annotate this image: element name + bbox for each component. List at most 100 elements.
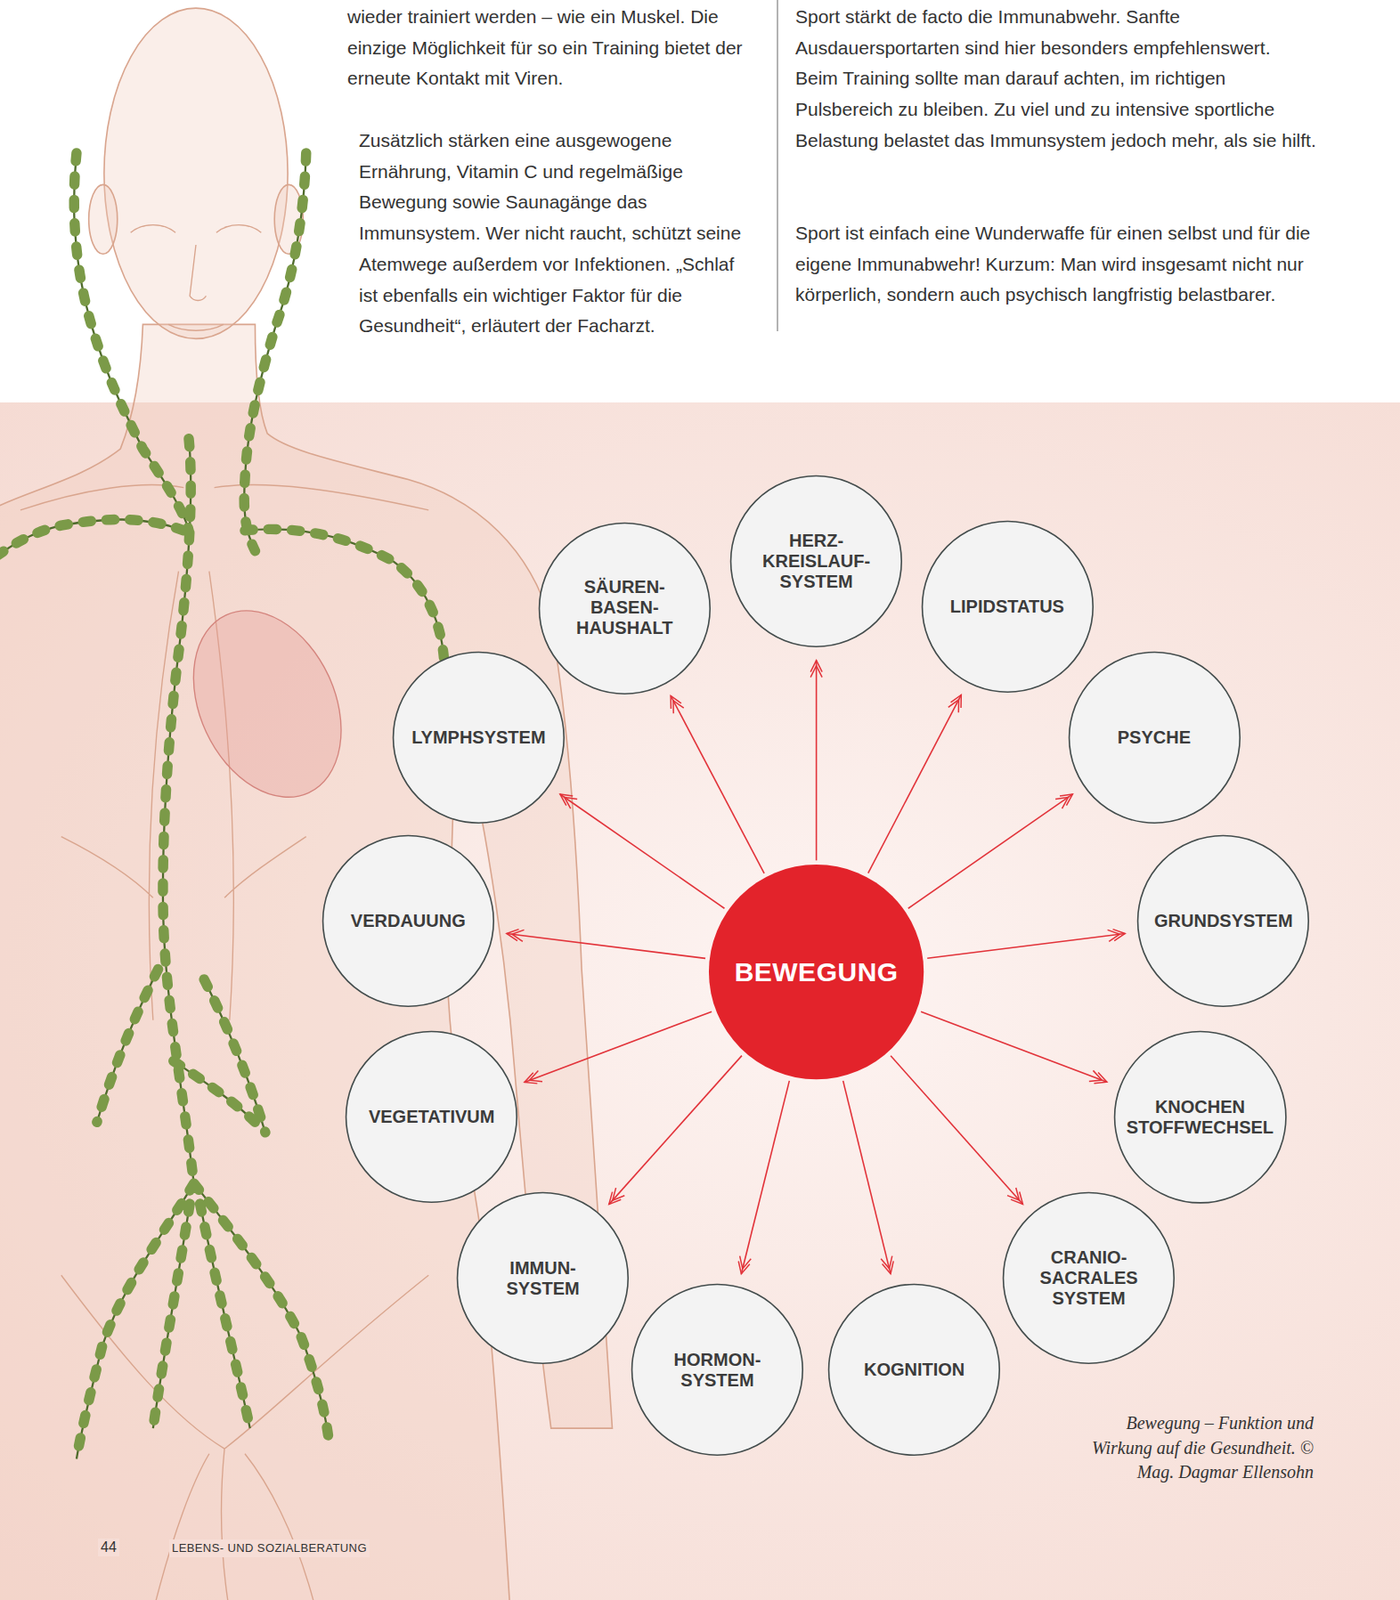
topic-circle: KOGNITION <box>827 1283 1002 1457</box>
circle-label-stack: GRUNDSYSTEM <box>1154 911 1294 932</box>
circle-label-stack: HERZ- KREISLAUF- SYSTEM <box>762 530 871 593</box>
body-paragraph: Zusätzlich stärken eine ausgewogene Ernä… <box>358 125 756 342</box>
arrow-shaft <box>920 1011 1107 1083</box>
arrow-head <box>1089 1070 1102 1082</box>
hub-circle: BEWEGUNG <box>707 862 926 1082</box>
circle-label-stack: LYMPHSYSTEM <box>411 727 546 749</box>
heart <box>164 586 370 822</box>
topic-circle: PSYCHE <box>1067 651 1242 825</box>
collarbone-line <box>20 485 429 511</box>
arrow-shaft <box>890 1056 1023 1205</box>
circle-label-stack: VERDAUUNG <box>350 911 466 932</box>
topic-circle: IMMUN- SYSTEM <box>455 1191 630 1366</box>
topic-circle: SÄUREN- BASEN- HAUSHALT <box>537 521 712 696</box>
arrow-connector <box>810 660 823 862</box>
topic-label: VERDAUUNG <box>350 911 466 932</box>
arrow-shaft <box>506 933 706 959</box>
topic-circle-outline <box>829 1285 1001 1457</box>
circle-label-stack: KOGNITION <box>863 1359 965 1381</box>
arrow-connector <box>738 1081 790 1275</box>
topic-label: CRANIO- SACRALES SYSTEM <box>1040 1247 1139 1310</box>
topic-circle-outline <box>322 836 494 1008</box>
circle-label-stack: IMMUN- SYSTEM <box>505 1258 579 1300</box>
topic-label: SÄUREN- BASEN- HAUSHALT <box>576 577 674 639</box>
topic-circle-outline <box>457 1193 629 1365</box>
page-number: 44 <box>97 1538 120 1557</box>
arrow-shaft <box>560 794 725 909</box>
body-paragraph: wieder trainiert werden – wie ein Muskel… <box>347 1 756 95</box>
ear-outline <box>89 184 118 254</box>
circle-label-stack: PSYCHE <box>1117 727 1191 749</box>
circle-label-stack: KNOCHEN STOFFWECHSEL <box>1126 1097 1274 1139</box>
arrow-connector <box>920 1011 1107 1083</box>
topic-circle-outline <box>1068 652 1240 824</box>
head-outline <box>104 8 288 339</box>
arrow-head <box>1107 929 1121 942</box>
topic-label: KNOCHEN STOFFWECHSEL <box>1126 1097 1274 1139</box>
topic-label: PSYCHE <box>1117 727 1191 749</box>
mouth-line <box>168 324 224 331</box>
topic-label: LIPIDSTATUS <box>950 596 1065 618</box>
arrow-head <box>880 1256 893 1270</box>
eye-line <box>130 225 176 234</box>
arrow-shaft <box>843 1081 891 1275</box>
arrow-shaft <box>908 794 1074 909</box>
topic-circle-outline <box>1114 1031 1286 1203</box>
nose-line <box>189 244 206 301</box>
arrow-shaft <box>524 1011 712 1083</box>
arrow-shaft <box>815 660 818 862</box>
leg-line <box>153 1448 317 1600</box>
arrow-connector <box>908 794 1074 909</box>
torso-outline <box>0 324 612 1600</box>
topic-circle: CRANIO- SACRALES SYSTEM <box>1001 1191 1176 1366</box>
arrow-head <box>529 1071 543 1083</box>
circle-label-stack: LIPIDSTATUS <box>950 596 1065 618</box>
eye-line <box>216 225 261 234</box>
arrow-shaft <box>609 1056 742 1205</box>
topic-circle-outline <box>393 652 565 824</box>
topic-label: LYMPHSYSTEM <box>411 727 546 749</box>
column-divider <box>777 0 779 332</box>
running-footer: LEBENS- UND SOZIALBERATUNG <box>169 1539 370 1558</box>
body-paragraph: Sport stärkt de facto die Immunabwehr. S… <box>795 1 1317 157</box>
arrow-head <box>1055 797 1068 809</box>
topic-circle: VEGETATIVUM <box>344 1030 519 1205</box>
arrow-connector <box>670 695 765 873</box>
arrow-shaft <box>740 1081 790 1275</box>
topic-label: VEGETATIVUM <box>368 1106 495 1128</box>
arrow-head <box>612 1188 626 1201</box>
hub-circle-fill <box>708 864 924 1080</box>
arrow-head <box>810 666 823 678</box>
lymph-nodes <box>0 153 445 1460</box>
topic-circle: HERZ- KREISLAUF- SYSTEM <box>729 474 904 649</box>
lymph-vessel <box>0 153 445 1460</box>
topic-label: KOGNITION <box>863 1359 965 1381</box>
topic-circle-outline <box>921 521 1093 693</box>
topic-circle: LYMPHSYSTEM <box>391 651 566 825</box>
topic-circle: VERDAUUNG <box>321 834 496 1009</box>
arrow-connector <box>843 1081 895 1275</box>
arrow-head <box>1007 1188 1019 1201</box>
arrow-connector <box>506 929 706 960</box>
arrow-connector <box>927 929 1125 960</box>
topic-circle-outline <box>731 475 903 647</box>
circle-label-stack: HORMON- SYSTEM <box>674 1350 762 1392</box>
circle-label-stack: CRANIO- SACRALES SYSTEM <box>1040 1247 1139 1310</box>
topic-circle-outline <box>346 1032 518 1204</box>
topic-label: GRUNDSYSTEM <box>1154 911 1294 932</box>
circle-label-stack: BEWEGUNG <box>734 957 899 989</box>
circle-label-stack: VEGETATIVUM <box>368 1106 495 1128</box>
arrow-connector <box>524 1011 712 1084</box>
circle-label-stack: SÄUREN- BASEN- HAUSHALT <box>576 577 674 639</box>
topic-circle: KNOCHEN STOFFWECHSEL <box>1113 1030 1287 1205</box>
arrow-connector <box>560 794 725 909</box>
topic-circle: LIPIDSTATUS <box>920 520 1095 694</box>
topic-circle-outline <box>1003 1193 1175 1365</box>
arrow-head <box>948 700 960 714</box>
topic-circle-outline <box>632 1285 804 1457</box>
topic-label: IMMUN- SYSTEM <box>505 1258 579 1300</box>
arrow-connector <box>890 1056 1023 1205</box>
topic-circle: GRUNDSYSTEM <box>1136 834 1311 1009</box>
topic-circle-outline <box>538 522 710 694</box>
